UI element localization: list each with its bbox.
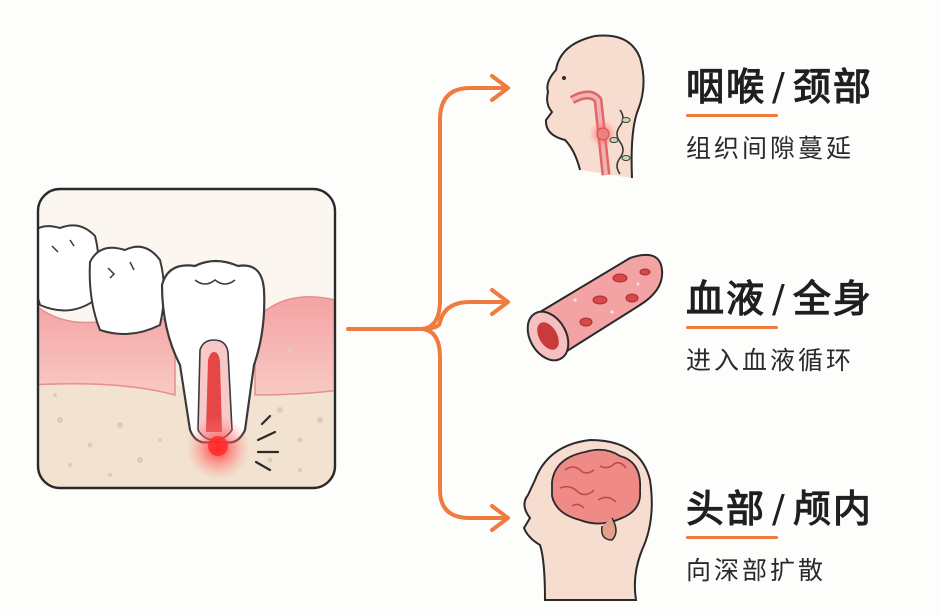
brain-head-icon (522, 438, 653, 601)
path-brain: 头部/颅内 向深部扩散 (686, 486, 926, 587)
title-part-a: 头部 (686, 487, 767, 531)
path-title: 头部/颅内 (686, 486, 926, 532)
path-subtitle: 向深部扩散 (686, 556, 827, 585)
title-part-b: 颅内 (792, 487, 873, 531)
title-underline (686, 536, 778, 539)
path-subtitle: 进入血液循环 (686, 346, 855, 375)
path-blood: 血液/全身 进入血液循环 (686, 276, 926, 377)
title-part-a: 咽喉 (686, 65, 767, 109)
branch-connector (346, 86, 507, 520)
blood-vessel-icon (526, 254, 664, 362)
throat-neck-icon (544, 34, 645, 179)
path-title: 咽喉/颈部 (686, 64, 926, 110)
infected-tooth-cross-section-icon (36, 187, 337, 490)
arrow-heads (490, 74, 510, 532)
title-part-a: 血液 (686, 277, 767, 321)
path-title: 血液/全身 (686, 276, 926, 322)
path-throat: 咽喉/颈部 组织间隙蔓延 (686, 64, 926, 165)
title-part-b: 全身 (792, 277, 873, 321)
path-subtitle: 组织间隙蔓延 (686, 134, 855, 163)
title-separator: / (772, 277, 787, 321)
title-part-b: 颈部 (792, 65, 873, 109)
title-separator: / (772, 65, 787, 109)
title-separator: / (772, 487, 787, 531)
title-underline (686, 326, 778, 329)
title-underline (686, 114, 778, 117)
